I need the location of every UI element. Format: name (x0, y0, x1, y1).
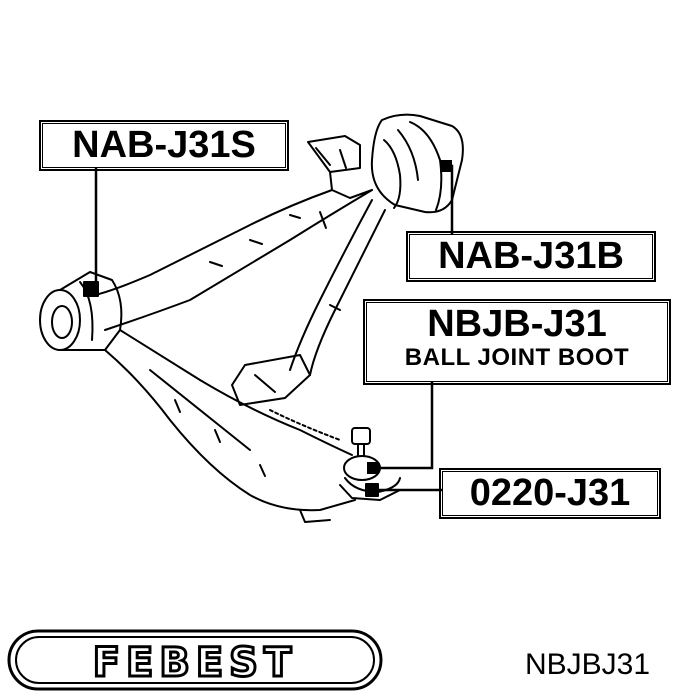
marker-square (367, 462, 379, 474)
febest-logo: FEBEST (7, 629, 383, 691)
mounting-bracket (307, 135, 373, 199)
logo-wordmark: FEBEST (93, 640, 298, 686)
front-bushing (39, 271, 123, 351)
callout-nab-j31b: NAB-J31B (406, 231, 656, 282)
part-number: NBJBJ31 (525, 648, 651, 681)
diagonal-strut (231, 199, 386, 406)
lower-arm (104, 329, 356, 523)
weld-seam (269, 409, 341, 441)
callout-ball-joint-boot-label: BALL JOINT BOOT (404, 344, 630, 371)
upper-arm (94, 189, 373, 331)
marker-square (440, 160, 452, 172)
ball-joint (339, 427, 401, 501)
callout-0220-j31: 0220-J31 (439, 468, 661, 519)
callout-nbjb-j31-code: NBJB-J31 (427, 303, 607, 345)
callout-nab-j31s: NAB-J31S (39, 120, 289, 171)
callout-nbjb-j31: NBJB-J31 BALL JOINT BOOT (363, 299, 671, 385)
